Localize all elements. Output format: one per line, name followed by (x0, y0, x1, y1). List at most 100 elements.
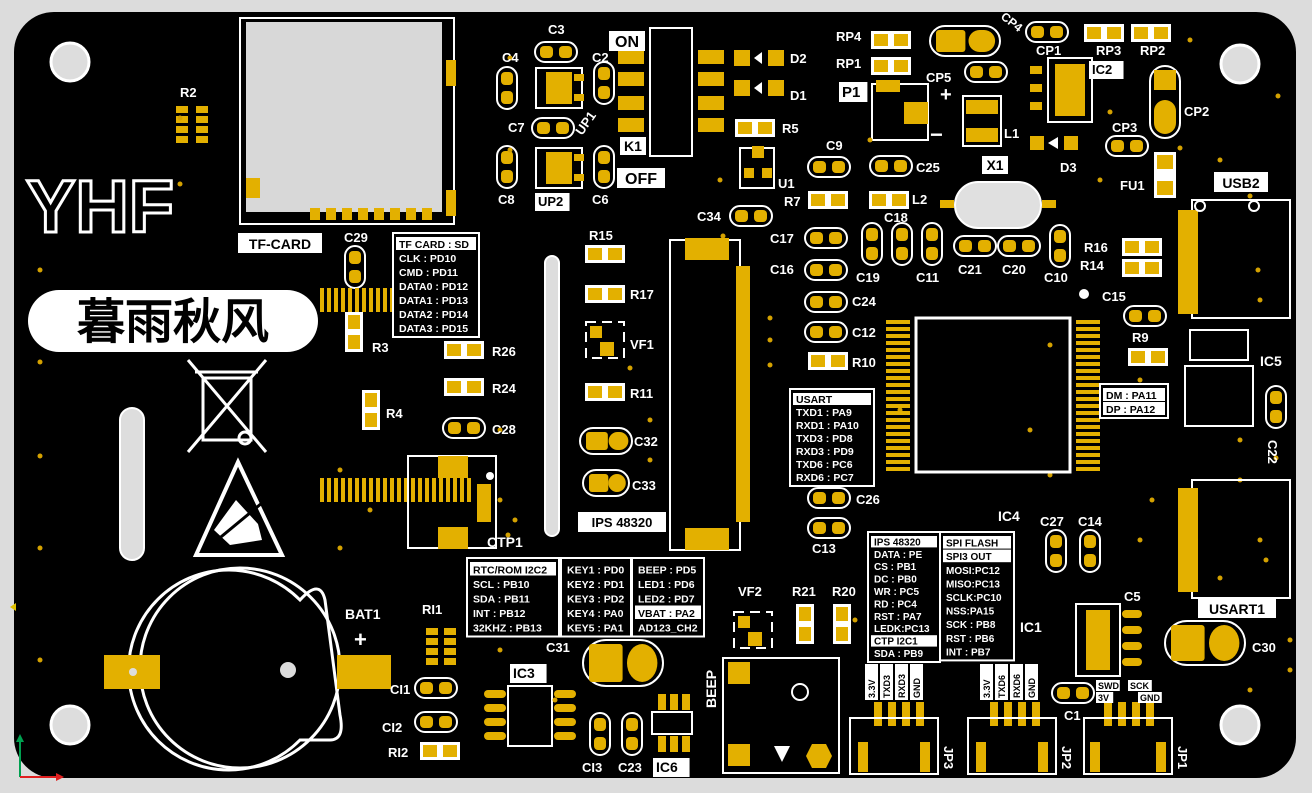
c10-pads (1049, 224, 1071, 268)
jp2-pins (990, 702, 1040, 726)
cp2-pads (1149, 65, 1181, 139)
rp1-pads (871, 57, 911, 75)
d2-diode (734, 50, 784, 66)
rtc-pin-table-row: INT : PB12 (473, 608, 526, 620)
ci3-label: CI3 (582, 760, 602, 775)
cp1-pads (1025, 21, 1069, 43)
c33-label: C33 (632, 478, 656, 493)
tf-pin-table-row: DATA0 : PD12 (399, 281, 468, 293)
cp3-pads (1105, 135, 1149, 157)
c32-pads (579, 427, 633, 455)
beep-pin-table-row: LED2 : PD7 (638, 594, 695, 606)
c6-pads (593, 145, 615, 189)
c29-label: C29 (344, 230, 368, 245)
rtc-pin-table-row: RTC/ROM I2C2 (473, 565, 547, 577)
l1-inductor (962, 95, 1002, 147)
r5-label: R5 (782, 121, 799, 136)
rp3-label: RP3 (1096, 43, 1121, 58)
r9-label: R9 (1132, 330, 1149, 345)
spi-pin-table-row: NSS:PA15 (946, 607, 995, 618)
r14-label: R14 (1080, 258, 1105, 273)
c13-pads (807, 517, 851, 539)
r4-label: R4 (386, 406, 403, 421)
r2-label: R2 (180, 85, 197, 100)
usart-pin-table-row: RXD6 : PC7 (796, 472, 854, 484)
d3-diode (1030, 136, 1078, 150)
c30-label: C30 (1252, 640, 1276, 655)
usart-pin-table-row: TXD1 : PA9 (796, 407, 852, 419)
axis-gizmo (10, 603, 64, 781)
chinese-banner-bg (28, 290, 318, 352)
jp1-pin-name: SWD (1098, 681, 1119, 691)
vf2-chip (733, 611, 773, 649)
ic2-label: IC2 (1092, 62, 1112, 77)
spi-pin-table-row: RST : PB6 (946, 634, 995, 645)
ips-pin-table-row: DC : PB0 (874, 575, 917, 586)
bat1-label: BAT1 (345, 606, 381, 622)
ips-pin-table-row: RD : PC4 (874, 599, 917, 610)
jp2_pins-pin-name: RXD6 (1012, 674, 1022, 698)
c24-pads (804, 291, 848, 313)
rp1-label: RP1 (836, 56, 861, 71)
up2-chip (535, 147, 584, 189)
usart1-label: USART1 (1209, 601, 1265, 617)
c11-pads (921, 222, 943, 266)
jp2_pins-pin-name: 3.3V (982, 679, 992, 698)
board-slot-middle (544, 255, 560, 537)
beep-pin-table-row: BEEP : PD5 (638, 565, 696, 577)
key-pin-table-row: KEY2 : PD1 (567, 579, 624, 591)
u1-chip (739, 146, 775, 189)
c6-label: C6 (592, 192, 609, 207)
tf-card-label: TF-CARD (249, 236, 311, 252)
vf1-chip (585, 321, 625, 359)
usart-pin-table-row: TXD6 : PC6 (796, 459, 853, 471)
p1-minus: − (930, 122, 943, 147)
c18-label: C18 (884, 210, 908, 225)
c23-pads (621, 712, 643, 756)
rp4-pads (871, 31, 911, 49)
usart-pin-table-row: RXD1 : PA10 (796, 420, 859, 432)
jp2-label: JP2 (1059, 746, 1074, 769)
ci1-pads (414, 677, 458, 699)
vf2-label: VF2 (738, 584, 762, 599)
c22-label: C22 (1265, 440, 1280, 464)
spi-pin-table-row: SCLK:PC10 (946, 593, 1002, 604)
jp3_pins-pin-name: 3.3V (867, 679, 877, 698)
jp1-header (1083, 717, 1173, 775)
board-slot-left (119, 407, 145, 561)
d3-label: D3 (1060, 160, 1077, 175)
c7-pads (531, 117, 575, 139)
p1-label: P1 (842, 84, 860, 101)
r16-label: R16 (1084, 240, 1108, 255)
r16-pads (1122, 238, 1162, 256)
c20-pads (997, 235, 1041, 257)
c1-pads (1051, 682, 1095, 704)
c3-pads (534, 41, 578, 63)
c19-label: C19 (856, 270, 880, 285)
ips-pin-table-row: CS : PB1 (874, 562, 917, 573)
usart-pin-table-row: RXD3 : PD9 (796, 446, 854, 458)
tf-card-label-bg (238, 233, 322, 253)
cp2-label: CP2 (1184, 104, 1209, 119)
rp2-label: RP2 (1140, 43, 1165, 58)
r17-label: R17 (630, 287, 654, 302)
ips-display-connector (669, 238, 750, 551)
l1-label: L1 (1004, 126, 1019, 141)
r26-label: R26 (492, 344, 516, 359)
jp3_pins-pin-name: RXD3 (897, 674, 907, 698)
c16-pads (804, 259, 848, 281)
r11-label: R11 (630, 386, 653, 401)
r3-pads (345, 312, 363, 352)
jp3_pins-pin-name: TXD3 (882, 675, 892, 698)
key-pin-table-row: KEY4 : PA0 (567, 608, 624, 620)
r26-pads (444, 341, 484, 359)
ips-pin-table-row: LEDK:PC13 (874, 624, 930, 635)
usart-pin-table-row: TXD3 : PD8 (796, 433, 853, 445)
c1-label: C1 (1064, 708, 1081, 723)
c3-label: C3 (548, 22, 565, 37)
jp2_pins-pin-name: TXD6 (997, 675, 1007, 698)
c21-pads (953, 235, 997, 257)
